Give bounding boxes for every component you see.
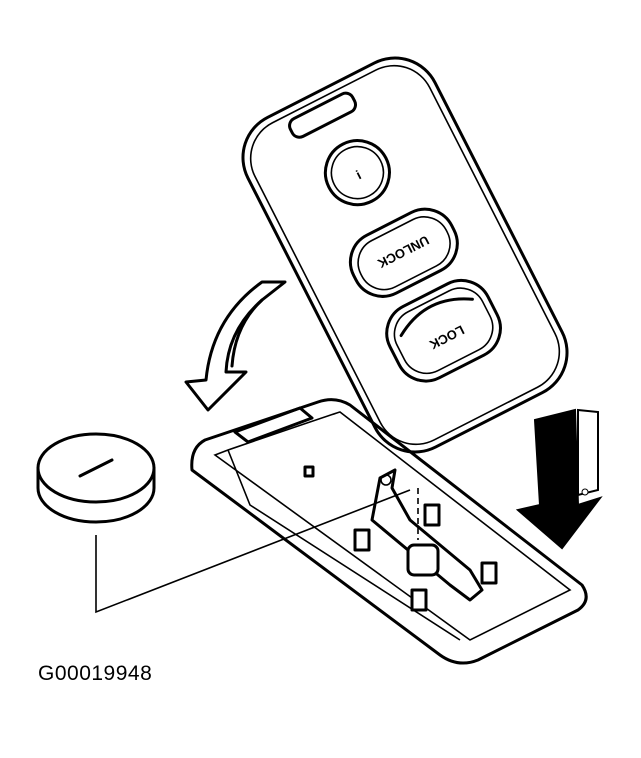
info-button: i: [323, 139, 391, 207]
svg-text:UNLOCK: UNLOCK: [375, 233, 432, 272]
leader-line: [95, 488, 419, 614]
figure-id-label: G00019948: [38, 662, 153, 685]
curved-arrow: [184, 280, 287, 412]
fob-case-bottom: [190, 398, 588, 665]
coin-battery: [36, 432, 156, 524]
down-arrow: [515, 408, 603, 550]
svg-text:LOCK: LOCK: [427, 322, 467, 352]
key-ring-slot: [288, 91, 358, 139]
svg-text:i: i: [354, 167, 364, 182]
lock-button: LOCK: [385, 278, 502, 383]
remote-fob-cover: i UNLOCK LOCK: [241, 56, 569, 454]
